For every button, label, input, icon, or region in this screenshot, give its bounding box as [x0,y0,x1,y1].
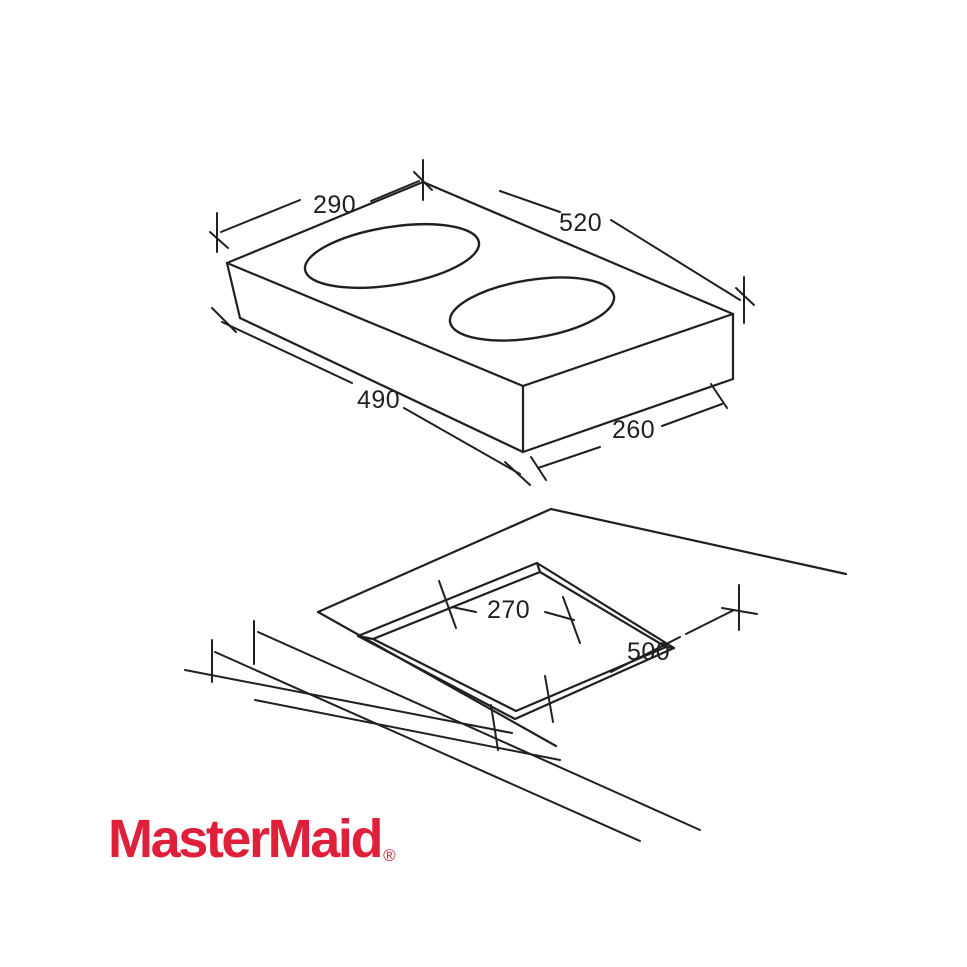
dimension-290-label: 290 [313,191,356,219]
cooking-zone-front [448,276,616,342]
hob-body [225,261,735,454]
cutout-opening-inner [371,570,668,713]
cutout-isometric-view: 270 500 [184,507,848,842]
cutout-thickness-connectors [356,561,676,650]
cutout-opening-outer [356,561,676,721]
registered-trademark-icon: ® [383,846,396,865]
dimension-490-label: 490 [357,386,400,414]
dimension-490: 490 [211,307,531,486]
dimension-290: 290 [209,159,433,253]
cutout-extension-lines [184,631,701,842]
dimension-270: 270 [438,580,581,644]
hob-top-surface [225,180,735,388]
dimension-270-label: 270 [487,596,530,624]
brand-logo-wordmark: MasterMaid [108,809,383,869]
dimension-260-label: 260 [612,416,655,444]
dimension-500-label: 500 [627,638,670,666]
brand-logo: MasterMaid ® [108,812,396,866]
dimension-260: 260 [530,383,728,481]
cooking-zone-rear [303,223,481,289]
cutout-tick-marks [211,620,554,751]
product-isometric-view: 290 520 490 [209,159,755,486]
dimension-520: 520 [499,190,755,324]
dimension-520-label: 520 [559,209,602,237]
dimension-500: 500 [610,584,758,673]
